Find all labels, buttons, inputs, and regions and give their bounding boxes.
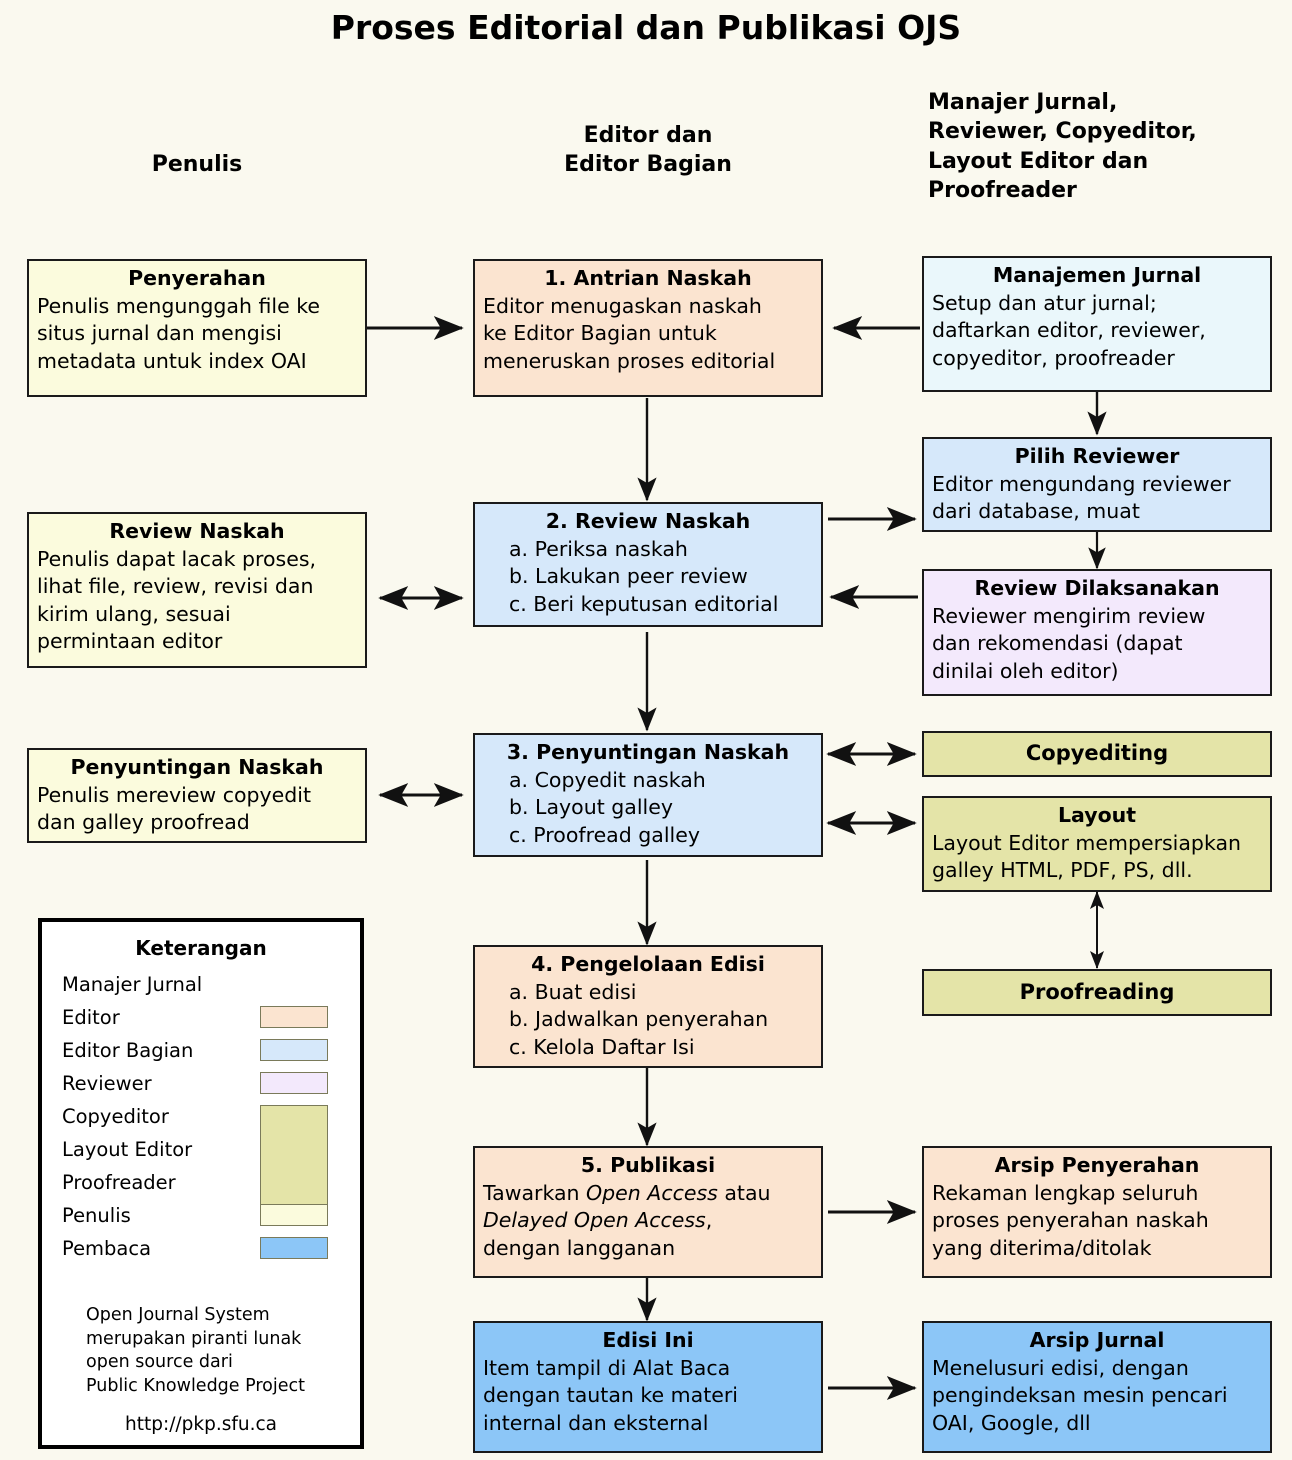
box-review-dilaksanakan-title: Review Dilaksanakan <box>974 576 1220 600</box>
column-header-editor-line2: Editor Bagian <box>564 152 732 178</box>
box-arsip-jurnal[interactable]: Arsip Jurnal Menelusuri edisi, dengan pe… <box>922 1321 1272 1453</box>
box-review-naskah-penulis-body: Penulis dapat lacak proses, lihat file, … <box>37 546 317 654</box>
box-copyediting[interactable]: Copyediting <box>922 731 1272 777</box>
box-antrian-naskah[interactable]: 1. Antrian Naskah Editor menugaskan nask… <box>473 259 823 397</box>
box-penyuntingan-penulis-title: Penyuntingan Naskah <box>70 755 324 779</box>
legend-swatch-editor <box>260 1006 328 1028</box>
box-review-dilaksanakan[interactable]: Review Dilaksanakan Reviewer mengirim re… <box>922 569 1272 696</box>
column-header-editor: Editor dan Editor Bagian <box>473 121 823 180</box>
box-publikasi-line3: dengan langganan <box>483 1235 676 1260</box>
legend-title: Keterangan <box>135 936 267 960</box>
legend-swatch-penulis <box>260 1204 328 1226</box>
box-penyuntingan-naskah[interactable]: 3. Penyuntingan Naskah a. Copyedit naska… <box>473 733 823 857</box>
box-arsip-penyerahan-body: Rekaman lengkap seluruh proses penyeraha… <box>932 1180 1209 1260</box>
column-header-staff-line1: Manajer Jurnal, <box>928 90 1118 115</box>
legend-item-editor: Editor <box>42 1001 360 1034</box>
box-publikasi-line1: Tawarkan Open Access atau <box>483 1180 771 1205</box>
legend-swatch-editor-bagian <box>260 1039 328 1061</box>
box-proofreading-title: Proofreading <box>1019 979 1175 1004</box>
column-header-editor-line1: Editor dan <box>583 123 713 148</box>
box-pengelolaan-edisi[interactable]: 4. Pengelolaan Edisi a. Buat edisi b. Ja… <box>473 945 823 1068</box>
legend-rows: Manajer Jurnal Editor Editor Bagian Revi… <box>42 968 360 1265</box>
legend-item-editor-bagian: Editor Bagian <box>42 1034 360 1067</box>
legend-item-manajer-jurnal: Manajer Jurnal <box>62 973 203 996</box>
box-arsip-penyerahan-title: Arsip Penyerahan <box>994 1153 1200 1177</box>
legend-note: Open Journal System merupakan piranti lu… <box>86 1305 305 1396</box>
column-header-penulis: Penulis <box>27 150 367 179</box>
box-layout-body: Layout Editor mempersiapkan galley HTML,… <box>932 830 1242 883</box>
legend-item-reviewer: Reviewer <box>42 1067 360 1100</box>
box-edisi-ini-body: Item tampil di Alat Baca dengan tautan k… <box>483 1355 738 1435</box>
legend-swatch-copyeditor-group <box>260 1105 328 1216</box>
box-penyerahan[interactable]: Penyerahan Penulis mengunggah file ke si… <box>27 259 367 397</box>
box-layout[interactable]: Layout Layout Editor mempersiapkan galle… <box>922 796 1272 892</box>
box-layout-title: Layout <box>1057 803 1137 827</box>
box-copyediting-title: Copyediting <box>1025 741 1169 766</box>
column-header-staff-line3: Layout Editor dan <box>928 148 1149 174</box>
box-review-naskah-penulis-title: Review Naskah <box>109 519 285 543</box>
box-manajemen-jurnal-title: Manajemen Jurnal <box>992 263 1202 287</box>
box-antrian-naskah-body: Editor menugaskan naskah ke Editor Bagia… <box>483 293 776 373</box>
box-publikasi-body: Tawarkan Open Access atau Delayed Open A… <box>483 1180 813 1262</box>
box-pengelolaan-edisi-body: a. Buat edisi b. Jadwalkan penyerahan c.… <box>509 979 769 1059</box>
legend-panel: Keterangan Manajer Jurnal Editor Editor … <box>38 918 364 1449</box>
box-arsip-jurnal-body: Menelusuri edisi, dengan pengindeksan me… <box>932 1355 1228 1435</box>
box-penyuntingan-naskah-body: a. Copyedit naskah b. Layout galley c. P… <box>509 767 706 847</box>
legend-item-copyeditor: Copyeditor <box>42 1100 360 1216</box>
box-arsip-jurnal-title: Arsip Jurnal <box>1029 1328 1165 1352</box>
box-review-naskah-penulis[interactable]: Review Naskah Penulis dapat lacak proses… <box>27 512 367 668</box>
box-penyuntingan-naskah-title: 3. Penyuntingan Naskah <box>506 740 790 764</box>
box-review-naskah-title: 2. Review Naskah <box>545 509 751 533</box>
box-review-naskah[interactable]: 2. Review Naskah a. Periksa naskah b. La… <box>473 502 823 627</box>
box-penyuntingan-penulis-body: Penulis mereview copyedit dan galley pro… <box>37 782 312 835</box>
box-penyuntingan-penulis[interactable]: Penyuntingan Naskah Penulis mereview cop… <box>27 748 367 843</box>
column-header-penulis-label: Penulis <box>151 152 243 177</box>
box-penyerahan-title: Penyerahan <box>128 266 266 290</box>
legend-item-layout-editor: Layout Editor <box>62 1138 193 1161</box>
column-header-staff-line2: Reviewer, Copyeditor, <box>928 119 1197 145</box>
legend-swatch-pembaca <box>260 1237 328 1259</box>
box-proofreading[interactable]: Proofreading <box>922 969 1272 1016</box>
box-review-dilaksanakan-body: Reviewer mengirim review dan rekomendasi… <box>932 603 1206 683</box>
box-publikasi-line2: Delayed Open Access, <box>483 1208 713 1233</box>
legend-url[interactable]: http://pkp.sfu.ca <box>124 1414 278 1435</box>
box-publikasi[interactable]: 5. Publikasi Tawarkan Open Access atau D… <box>473 1146 823 1278</box>
box-edisi-ini-title: Edisi Ini <box>602 1328 694 1352</box>
box-review-naskah-body: a. Periksa naskah b. Lakukan peer review… <box>509 536 779 616</box>
box-pilih-reviewer-title: Pilih Reviewer <box>1014 444 1180 468</box>
box-pengelolaan-edisi-title: 4. Pengelolaan Edisi <box>531 952 765 976</box>
box-arsip-penyerahan[interactable]: Arsip Penyerahan Rekaman lengkap seluruh… <box>922 1146 1272 1278</box>
box-manajemen-jurnal-body: Setup dan atur jurnal; daftarkan editor,… <box>932 290 1206 370</box>
box-penyerahan-body: Penulis mengunggah file ke situs jurnal … <box>37 293 320 373</box>
legend-item-penulis: Penulis <box>42 1199 360 1232</box>
column-header-staff: Manajer Jurnal, Reviewer, Copyeditor, La… <box>928 88 1288 205</box>
box-pilih-reviewer[interactable]: Pilih Reviewer Editor mengundang reviewe… <box>922 437 1272 532</box>
box-edisi-ini[interactable]: Edisi Ini Item tampil di Alat Baca denga… <box>473 1321 823 1453</box>
box-antrian-naskah-title: 1. Antrian Naskah <box>544 266 752 290</box>
box-manajemen-jurnal[interactable]: Manajemen Jurnal Setup dan atur jurnal; … <box>922 256 1272 392</box>
legend-item-pembaca: Pembaca <box>42 1232 360 1265</box>
page-title: Proses Editorial dan Publikasi OJS <box>330 8 962 47</box>
box-pilih-reviewer-body: Editor mengundang reviewer dari database… <box>932 471 1231 524</box>
legend-item-proofreader: Proofreader <box>62 1171 176 1194</box>
column-header-staff-line4: Proofreader <box>928 177 1077 203</box>
box-publikasi-title: 5. Publikasi <box>580 1153 716 1177</box>
legend-swatch-reviewer <box>260 1072 328 1094</box>
